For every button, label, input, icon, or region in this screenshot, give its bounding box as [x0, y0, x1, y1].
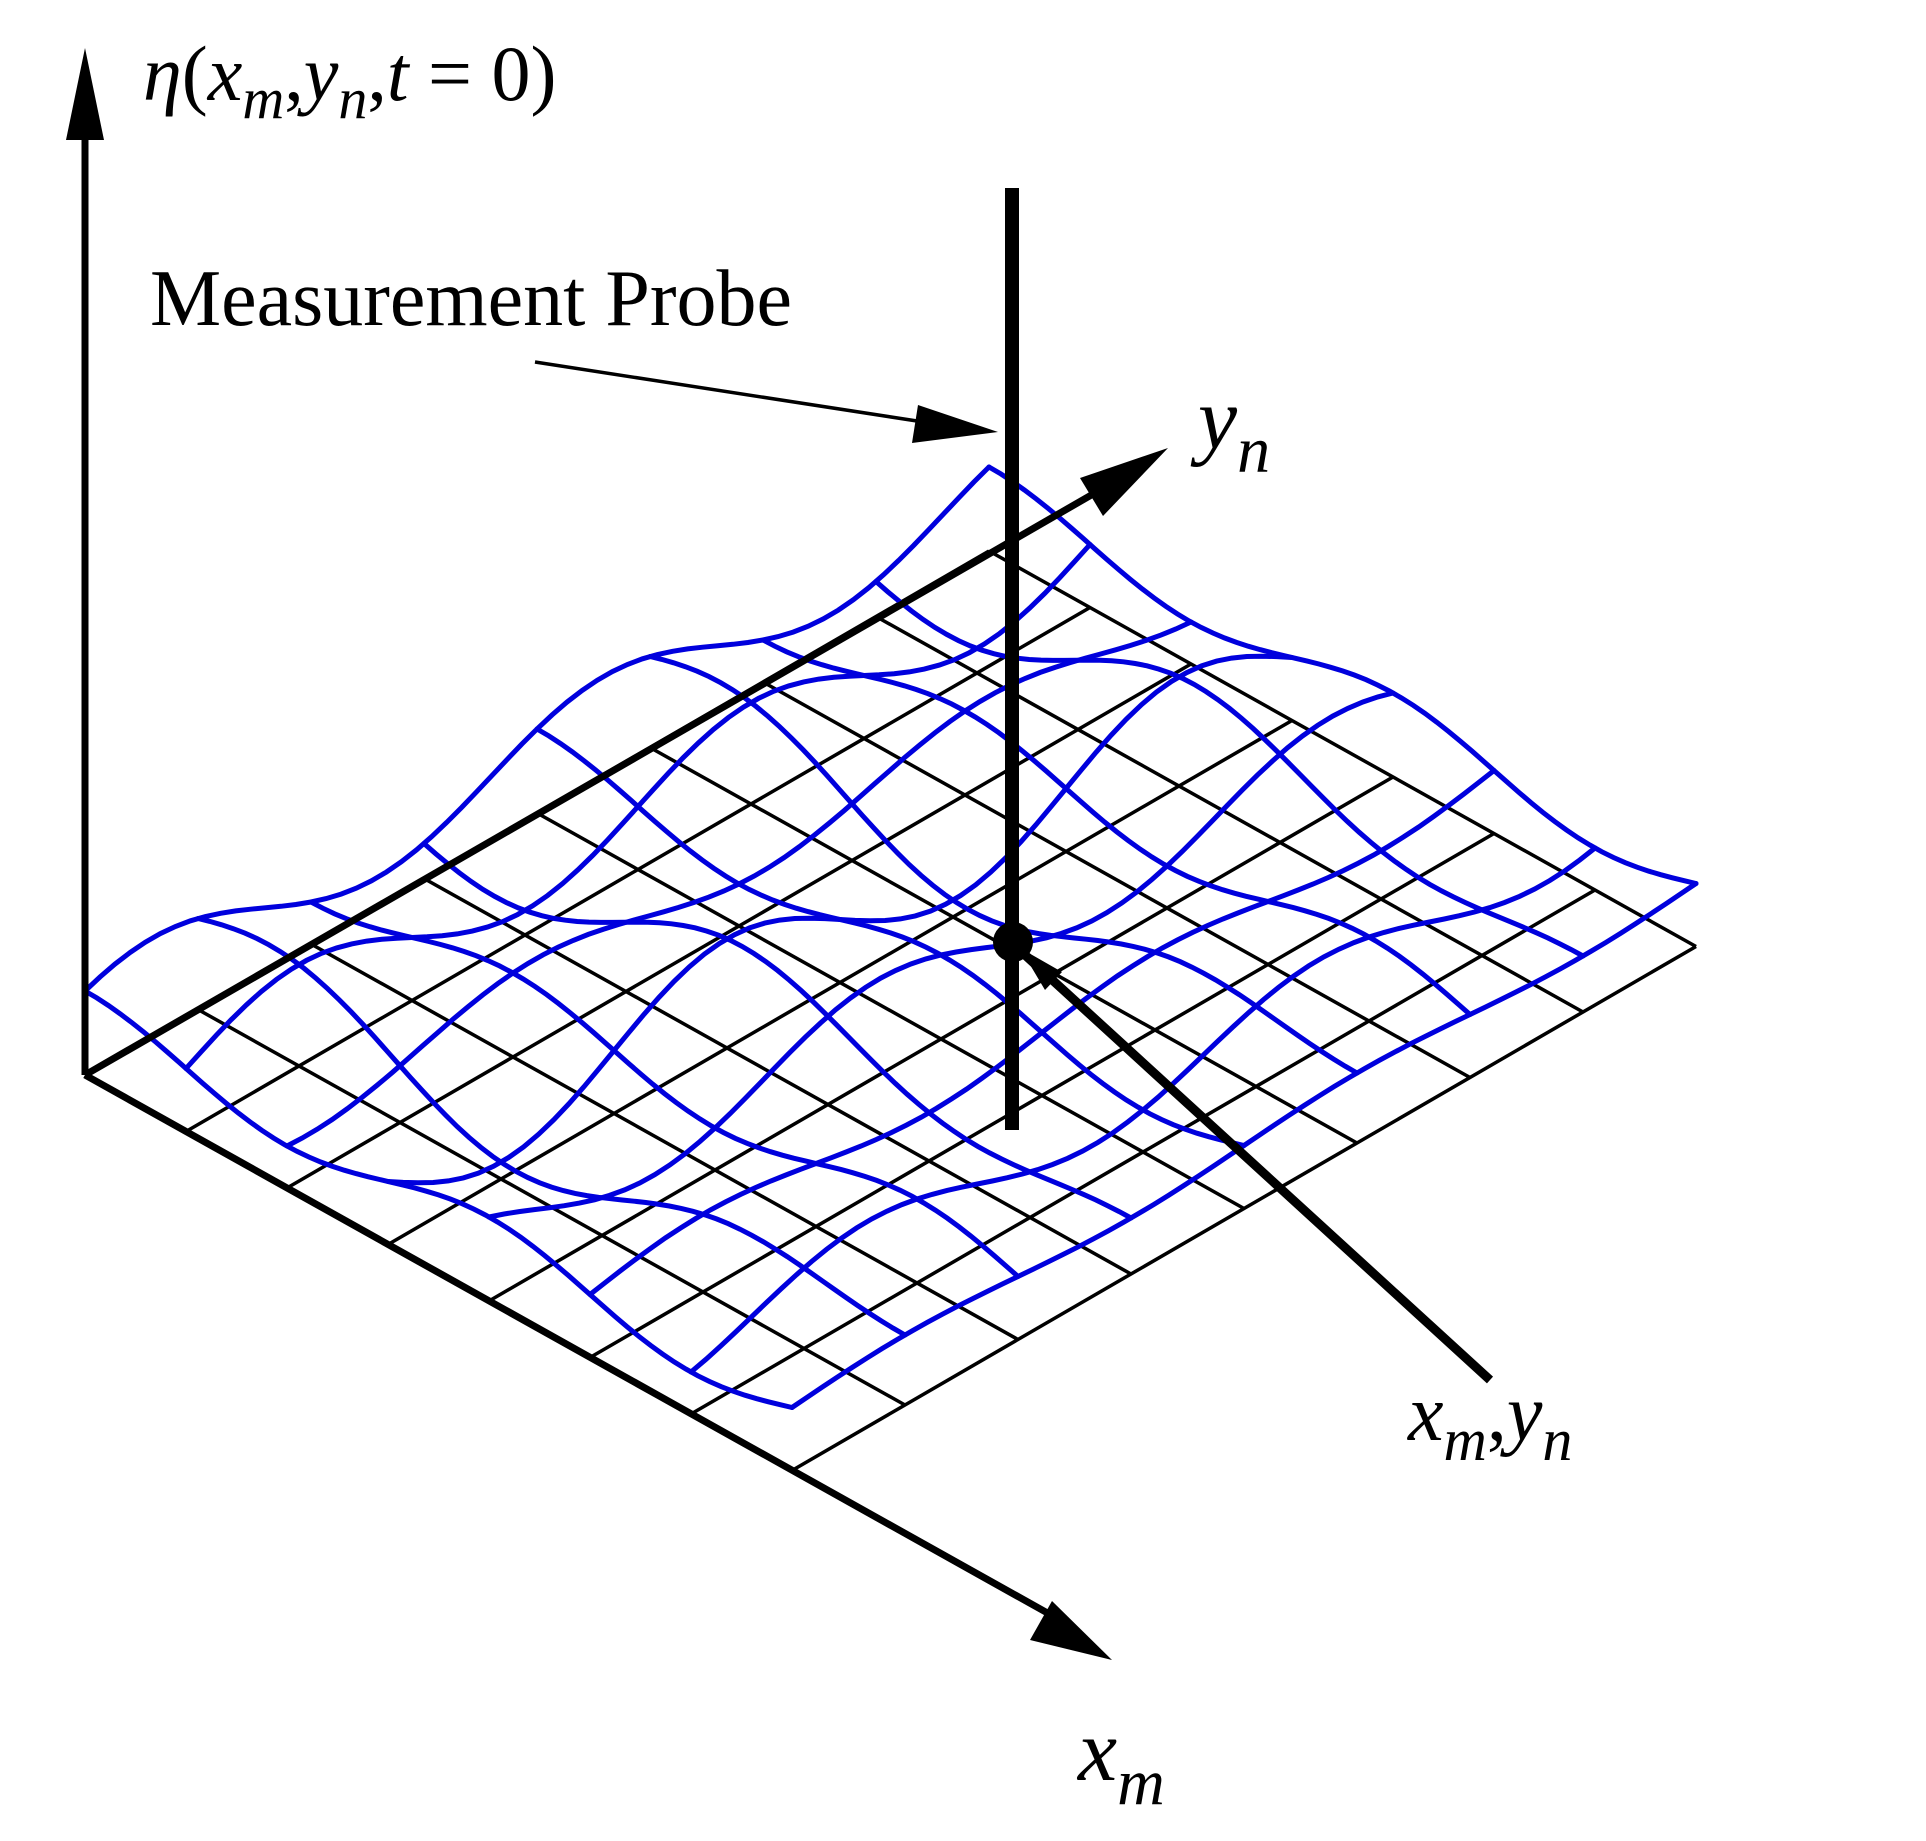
eta-comma-2: ,	[367, 30, 387, 117]
grid-line-y	[875, 614, 1584, 1014]
point-label-x: x	[1407, 1370, 1444, 1458]
wave-curve-along-x	[760, 637, 1473, 1017]
eta-open-paren: (	[182, 30, 208, 117]
x-axis-label-x: x	[1076, 1703, 1117, 1800]
point-pointer-line	[1021, 951, 1494, 1384]
eta-axis-label: η(xm,yn,t = 0)	[143, 30, 556, 131]
y-axis	[83, 486, 1102, 1079]
point-label-x-subscript: m	[1444, 1407, 1487, 1473]
y-axis-label-y: y	[1190, 371, 1238, 468]
point-label-comma: ,	[1487, 1370, 1507, 1458]
wave-curve-along-x	[308, 899, 1021, 1279]
eta-equals-zero: = 0)	[409, 30, 557, 117]
probe-label-arrowhead	[912, 405, 998, 443]
x-axis-label: xm	[1076, 1703, 1165, 1819]
measurement-probe	[534, 188, 1494, 1384]
probe-label: Measurement Probe	[150, 255, 792, 343]
grid-line-y	[762, 680, 1471, 1080]
eta-symbol: η	[143, 30, 182, 117]
wave-curve-along-x	[421, 841, 1134, 1221]
eta-t: t	[387, 30, 411, 117]
eta-axis-arrowhead	[66, 48, 104, 140]
y-axis-arrowhead	[1080, 448, 1168, 516]
wave-curve-along-x	[873, 579, 1586, 959]
axes	[66, 48, 1168, 1660]
point-label: xm,yn	[1407, 1370, 1572, 1473]
eta-x-subscript: m	[242, 66, 284, 131]
probe-label-arrow	[534, 360, 931, 425]
x-axis	[83, 1071, 1062, 1624]
y-axis-label: yn	[1190, 371, 1270, 487]
wave-curve-along-x	[986, 464, 1699, 886]
wave-curve-along-x	[195, 916, 908, 1338]
grid-line-y	[310, 942, 1019, 1342]
eta-comma-1: ,	[284, 30, 304, 117]
eta-y: y	[297, 30, 339, 117]
x-axis-arrowhead	[1030, 1601, 1112, 1660]
grid-line-y	[988, 549, 1697, 949]
eta-y-subscript: n	[338, 66, 367, 131]
wave-surface-mesh	[82, 464, 1699, 1410]
point-label-y: y	[1500, 1370, 1543, 1458]
grid-line-y	[423, 876, 1132, 1276]
base-grid	[84, 549, 1697, 1473]
wave-curve-along-x	[82, 988, 795, 1410]
point-label-y-subscript: n	[1542, 1407, 1572, 1473]
grid-line-y	[536, 811, 1245, 1211]
eta-x: x	[207, 30, 243, 117]
wave-curve-along-x	[534, 726, 1247, 1148]
y-axis-label-subscript: n	[1237, 414, 1270, 487]
point-pointer-arrowhead	[1020, 948, 1062, 990]
x-axis-label-subscript: m	[1117, 1746, 1165, 1819]
